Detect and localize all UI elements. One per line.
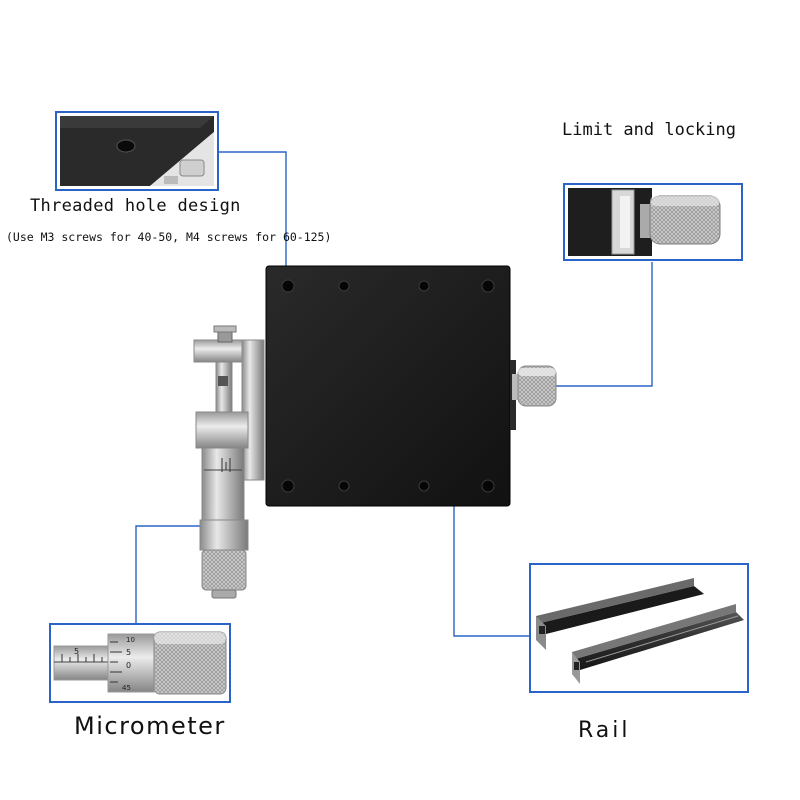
side-lock-knob-icon	[512, 365, 557, 407]
leader-micrometer	[135, 525, 230, 624]
micrometer-scale-digit: 45	[122, 684, 131, 692]
xy-stage	[265, 265, 557, 507]
rail-bar-icon	[572, 604, 744, 684]
mounting-holes	[281, 279, 495, 493]
micrometer-assembly	[193, 325, 265, 599]
inset-limit-locking	[563, 183, 743, 261]
limit-locking-title: Limit and locking	[562, 120, 736, 140]
inset-rail	[529, 563, 749, 693]
micrometer-scale-digit: 0	[126, 661, 131, 670]
inset-threaded-hole	[55, 111, 219, 191]
micrometer-thimble-icon	[201, 549, 247, 591]
leader-limit-locking	[556, 262, 653, 387]
threaded-hole-title: Threaded hole design	[30, 196, 241, 216]
leader-lines	[135, 151, 653, 637]
leader-threaded-hole	[218, 151, 287, 282]
micrometer-scale-digit: 5	[126, 648, 131, 657]
threaded-hole-icon	[116, 139, 136, 153]
rail-bar-icon	[536, 578, 704, 650]
micrometer-scale-digit: 5	[74, 647, 79, 656]
inset-micrometer: 10 5 0 5 45	[49, 623, 231, 703]
rail-title: Rail	[578, 718, 631, 743]
micrometer-scale-digit: 10	[126, 636, 135, 644]
threaded-hole-note: (Use M3 screws for 40-50, M4 screws for …	[6, 230, 332, 244]
micrometer-title: Micrometer	[74, 712, 226, 740]
leader-rail	[453, 506, 530, 637]
